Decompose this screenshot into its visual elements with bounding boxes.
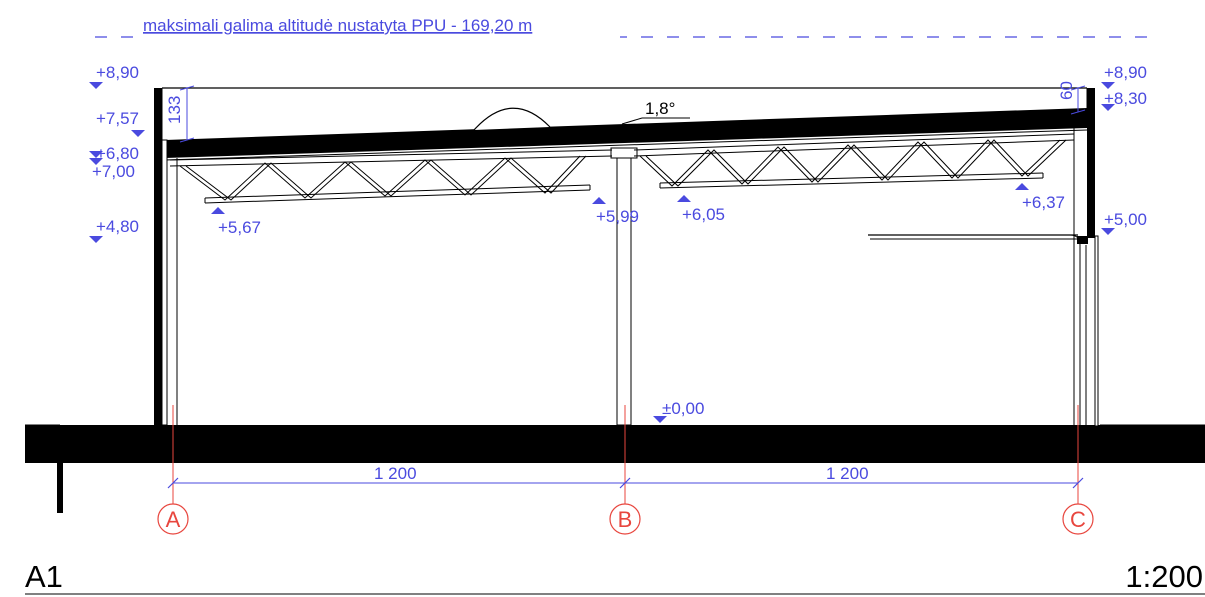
- axis-lines: [172, 405, 1079, 505]
- truss-left: [169, 149, 613, 204]
- elev-left-1: +7,57: [96, 109, 139, 128]
- elev-truss-1: +5,99: [596, 207, 639, 226]
- elev-truss-0: +5,67: [218, 218, 261, 237]
- elev-right-0: +8,90: [1104, 63, 1147, 82]
- axis-bubble-c: C: [1062, 503, 1094, 535]
- elev-left-3: +7,00: [92, 162, 135, 181]
- floor-elevation-value: ±0,00: [662, 399, 704, 418]
- roof-slab: [165, 108, 1087, 158]
- elev-left-4: +4,80: [96, 217, 139, 236]
- parapet-right-value: 60: [1057, 81, 1076, 100]
- dimension-parapet-right: 60: [1057, 81, 1086, 115]
- foundation-slab: [25, 424, 1205, 513]
- max-altitude-line: maksimali galima altitudė nustatyta PPU …: [95, 16, 1160, 40]
- span-ab-value: 1 200: [374, 464, 417, 483]
- dimension-parapet-left: 133: [165, 85, 195, 143]
- scale-label: 1:200: [1125, 559, 1203, 594]
- roof-slope-value: 1,8°: [645, 99, 675, 118]
- left-wall: [154, 88, 178, 428]
- elev-left-0: +8,90: [96, 63, 139, 82]
- roof-slope-marker: 1,8°: [621, 99, 690, 125]
- section-label: A1: [25, 559, 63, 594]
- elev-right-1: +8,30: [1104, 89, 1147, 108]
- axis-bubble-a: A: [157, 503, 189, 535]
- span-bc-value: 1 200: [826, 464, 869, 483]
- elevations-right: +8,90 +8,30 +6,37 +5,00: [1015, 63, 1147, 235]
- elev-left-2: +6,80: [96, 144, 139, 163]
- skylight-dome: [473, 107, 551, 132]
- canopy: [868, 234, 1088, 246]
- column-b: [610, 147, 638, 426]
- axis-a-label: A: [166, 507, 181, 532]
- elev-right-2: +6,37: [1022, 193, 1065, 212]
- floor-elevation: ±0,00: [653, 399, 704, 423]
- right-wall: [1073, 88, 1099, 427]
- axis-c-label: C: [1070, 507, 1086, 532]
- axis-bubble-b: B: [609, 503, 641, 535]
- elev-truss-2: +6,05: [682, 205, 725, 224]
- truss-right: [633, 133, 1075, 189]
- axis-b-label: B: [618, 507, 633, 532]
- span-dimensions: 1 200 1 200: [167, 464, 1084, 489]
- title-block: A1 1:200: [25, 559, 1205, 595]
- parapet-left-value: 133: [165, 96, 184, 124]
- elevations-left: +8,90 +7,57 +6,80 +7,00 +4,80: [89, 63, 145, 243]
- elev-right-3: +5,00: [1104, 210, 1147, 229]
- elevations-truss: +5,67 +5,99 +6,05: [211, 195, 725, 237]
- max-altitude-note: maksimali galima altitudė nustatyta PPU …: [143, 16, 532, 35]
